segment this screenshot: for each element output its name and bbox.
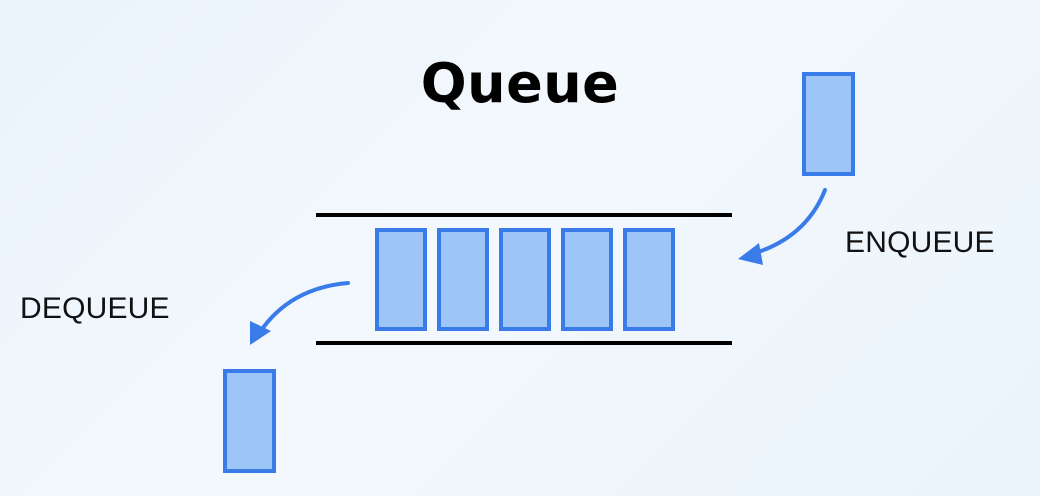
diagram-title: Queue — [420, 52, 620, 115]
outgoing-element — [223, 369, 276, 473]
dequeue-label: DEQUEUE — [20, 292, 170, 325]
queue-element — [623, 228, 675, 331]
dequeue-arrow — [258, 281, 350, 334]
enqueue-arrow — [750, 188, 827, 256]
queue-element — [499, 228, 551, 331]
enqueue-arrowhead-icon — [738, 243, 763, 265]
queue-element — [561, 228, 613, 331]
incoming-element — [802, 72, 855, 176]
dequeue-arrowhead-icon — [250, 321, 271, 345]
enqueue-label: ENQUEUE — [845, 226, 995, 259]
queue-element — [437, 228, 489, 331]
queue-element — [375, 228, 427, 331]
queue-items — [375, 228, 675, 331]
